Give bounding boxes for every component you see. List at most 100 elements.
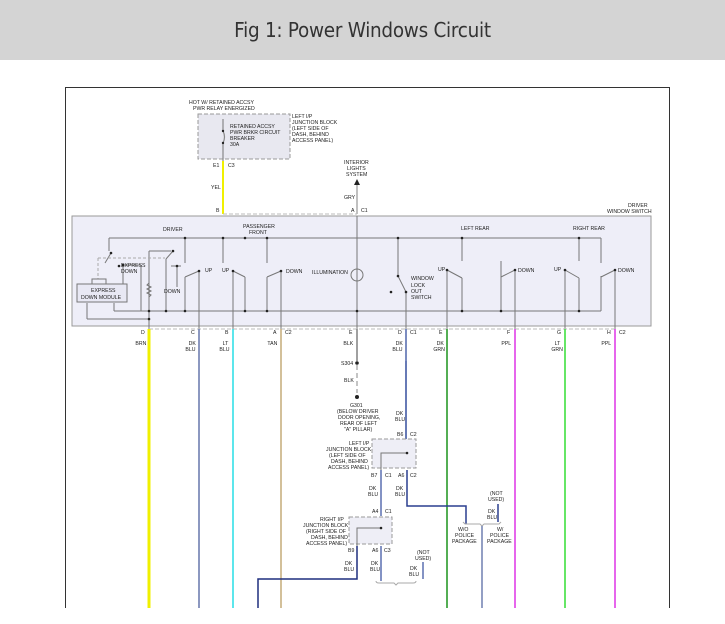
conn-c3-top: C3: [228, 163, 235, 169]
dkblu-6-a: DK: [410, 566, 418, 572]
lockout-2: LOCK: [411, 283, 426, 289]
ground-2: (BELOW DRIVER: [337, 409, 379, 415]
figure-title: Fig 1: Power Windows Circuit: [234, 18, 491, 42]
dkblu-5-a: DK: [371, 561, 379, 567]
left-ip-jb-top-3: (LEFT SIDE OF: [292, 126, 329, 132]
pin-label: H: [607, 330, 611, 336]
not-used-1-b: USED): [415, 556, 431, 562]
pin-label: E: [439, 330, 443, 336]
express-module-2: DOWN MODULE: [81, 295, 122, 301]
right-ip-junction-block: [348, 516, 393, 545]
hot-label-2: PWR RELAY ENERGIZED: [193, 106, 255, 112]
label-down-passenger: DOWN: [286, 269, 303, 275]
conn-b9: B9: [348, 548, 354, 554]
section-passenger-1: PASSENGER: [243, 224, 275, 230]
conn-a6-mid: A6: [398, 473, 404, 479]
conn-b7: B7: [371, 473, 377, 479]
lockout-3: OUT: [411, 289, 423, 295]
section-left-rear: LEFT REAR: [461, 226, 490, 232]
switch-title-2: WINDOW SWITCH: [607, 209, 652, 215]
wo-police-2: POLICE: [455, 533, 475, 539]
pin-b-top: B: [216, 208, 220, 214]
left-ip-jb-mid-3: (LEFT SIDE OF: [329, 453, 366, 459]
dkblu-4-b: BLU: [344, 567, 354, 573]
conn-b6: B6: [397, 432, 403, 438]
pin-label: A: [273, 330, 277, 336]
dkblu-1-b: BLU: [395, 417, 405, 423]
pin-label: G: [557, 330, 561, 336]
left-ip-jb-top-5: ACCESS PANEL): [292, 138, 333, 144]
wo-police-1: W/O: [458, 527, 468, 533]
conn-c1-mid: C1: [385, 473, 392, 479]
lockout-4: SWITCH: [411, 295, 432, 301]
label-up-right-rear: UP: [554, 267, 562, 273]
wire-color-label: LT: [223, 341, 229, 347]
wire-label-gry: GRY: [344, 195, 356, 201]
conn-a6-right: A6: [372, 548, 378, 554]
pin-label: B: [225, 330, 229, 336]
left-ip-jb-top-4: DASH, BEHIND: [292, 132, 329, 138]
ground-3: DOOR OPENING,: [338, 415, 380, 421]
switch-title-1: DRIVER: [628, 203, 648, 209]
dkblu-7-b: BLU: [487, 515, 497, 521]
left-ip-jb-top-2: JUNCTION BLOCK: [292, 120, 338, 126]
interior-lights-2: LIGHTS: [347, 166, 366, 172]
not-used-1-a: (NOT: [417, 550, 431, 556]
label-down-right-rear: DOWN: [618, 268, 635, 274]
right-ip-jb-5: ACCESS PANEL): [306, 541, 347, 547]
w-police-2: POLICE: [490, 533, 510, 539]
wire-color-label: BLK: [343, 341, 353, 347]
conn-c2-mid-b: C2: [410, 473, 417, 479]
left-ip-jb-mid-5: ACCESS PANEL): [328, 465, 369, 471]
pin-label: D: [141, 330, 145, 336]
right-ip-jb-2: JUNCTION BLOCK: [303, 523, 349, 529]
breaker-label-1: RETAINED ACCSY: [230, 124, 275, 130]
ground-icon: [355, 395, 359, 399]
wo-police-3: PACKAGE: [452, 539, 477, 545]
wire-color-label: BLU: [392, 347, 402, 353]
illumination-lamp-icon: [350, 268, 364, 282]
pin-label: D: [398, 330, 402, 336]
wiring-diagram-frame: HOT W/ RETAINED ACCSY PWR RELAY ENERGIZE…: [65, 87, 670, 608]
wire-label-yel: YEL: [211, 185, 221, 191]
label-down-driver-express: DOWN: [164, 289, 181, 295]
circuit-breaker-block: [197, 113, 291, 161]
conn-c2-mid: C2: [410, 432, 417, 438]
pin-a-top: A: [351, 208, 355, 214]
section-right-rear: RIGHT REAR: [573, 226, 605, 232]
wire-color-label: GRN: [551, 347, 563, 353]
left-ip-jb-mid-1: LEFT I/P: [349, 441, 370, 447]
wire-color-label: PPL: [501, 341, 511, 347]
dkblu-1-a: DK: [396, 411, 404, 417]
dkblu-2-b: BLU: [368, 492, 378, 498]
express-down-1: EXPRESS: [121, 263, 146, 269]
lockout-1: WINDOW: [411, 276, 434, 282]
wire-label-blk-lower: BLK: [344, 378, 354, 384]
conn-c3-right: C3: [384, 548, 391, 554]
right-ip-jb-1: RIGHT I/P: [320, 517, 344, 523]
pin-label: C: [191, 330, 195, 336]
interior-lights-3: SYSTEM: [346, 172, 367, 178]
label-up-driver: UP: [205, 268, 213, 274]
splice-s304: S304: [341, 361, 353, 367]
conn-c1-top: C1: [361, 208, 368, 214]
wire-color-label: TAN: [267, 341, 277, 347]
conn-a4: A4: [372, 509, 378, 515]
wire-color-label: BRN: [135, 341, 146, 347]
breaker-label-2: PWR BRKR CIRCUIT: [230, 130, 281, 136]
right-ip-jb-3: (RIGHT SIDE OF: [306, 529, 346, 535]
w-police-1: W/: [497, 527, 504, 533]
ground-1: G301: [350, 403, 363, 409]
connector-label: C1: [410, 330, 417, 336]
wire-color-label: GRN: [433, 347, 445, 353]
wire-color-label: BLU: [219, 347, 229, 353]
dkblu-6-b: BLU: [409, 572, 419, 578]
right-ip-jb-4: DASH, BEHIND: [311, 535, 348, 541]
left-ip-jb-top-1: LEFT I/P: [292, 114, 313, 120]
resistor-icon: [145, 282, 153, 298]
pin-label: E: [349, 330, 353, 336]
not-used-2-a: (NOT: [490, 491, 504, 497]
conn-b1: E1: [213, 163, 219, 169]
connector-label: C2: [285, 330, 292, 336]
